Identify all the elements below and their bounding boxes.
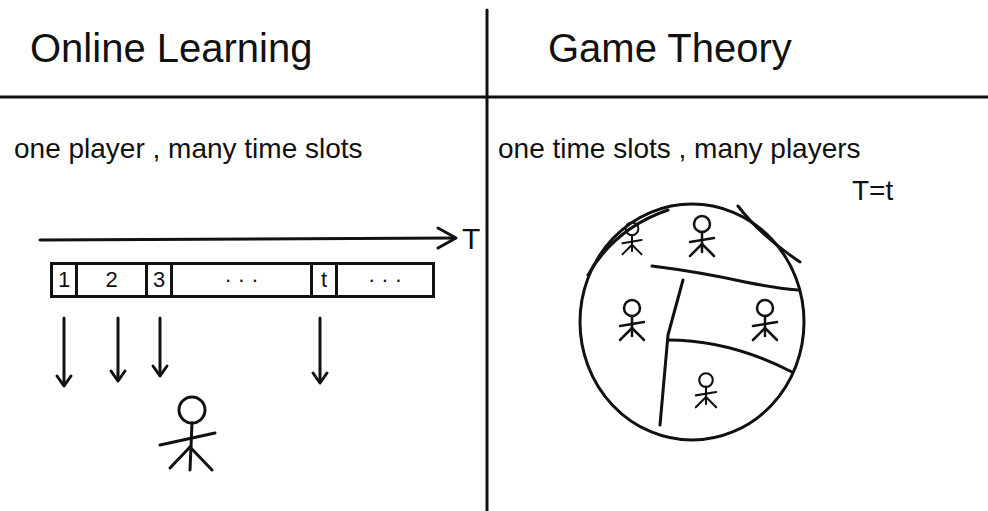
player-figures: [620, 216, 777, 407]
slot-number: 1: [58, 269, 70, 291]
divider-line: [0, 96, 988, 99]
players-circle: [580, 204, 804, 440]
note-label: T=t: [852, 176, 893, 207]
time-slot-cell: · · ·: [335, 262, 435, 298]
axis-label: T: [462, 222, 480, 255]
slot-number: t: [321, 269, 327, 291]
stick-figure: [160, 397, 215, 470]
column-subtitle: one player , many time slots: [14, 134, 363, 165]
time-axis-head: [438, 228, 456, 248]
down-arrows: [57, 318, 327, 386]
slot-number: · · ·: [368, 269, 402, 291]
column-heading: Online Learning: [30, 26, 312, 70]
slot-number: 2: [105, 269, 117, 291]
time-slot-cell: t: [310, 262, 338, 298]
column-heading: Game Theory: [548, 26, 792, 70]
slot-number: · · ·: [224, 269, 258, 291]
time-slot-cell: 1: [50, 262, 78, 298]
time-slot-cell: 3: [145, 262, 173, 298]
time-slot-cell: · · ·: [170, 262, 313, 298]
divider-line: [486, 10, 489, 511]
time-slot-cell: 2: [75, 262, 148, 298]
time-axis: [40, 238, 455, 240]
slot-number: 3: [153, 269, 165, 291]
column-subtitle: one time slots , many players: [498, 134, 861, 165]
